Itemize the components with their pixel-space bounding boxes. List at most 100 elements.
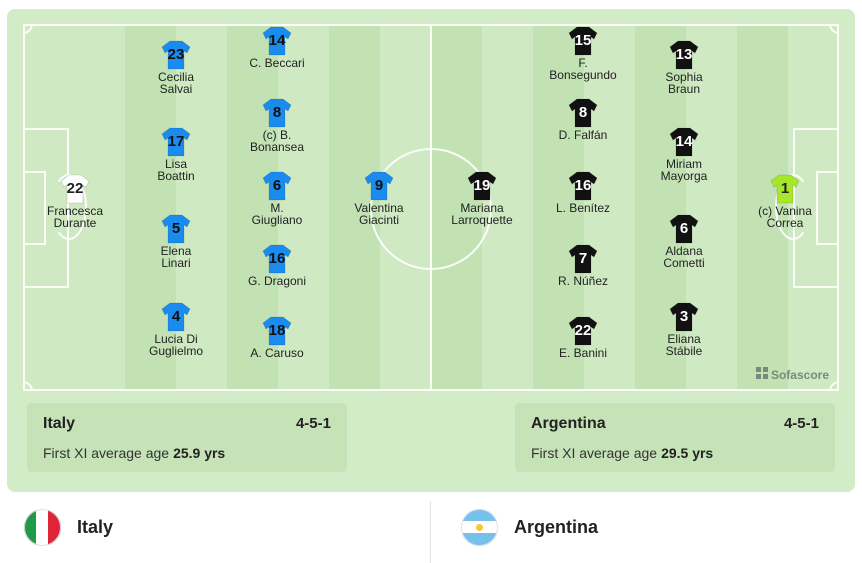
shirt-icon: 23 bbox=[161, 40, 191, 70]
italy-formation: 4-5-1 bbox=[295, 415, 331, 432]
player-name: Valentina Giacinti bbox=[354, 201, 404, 227]
argentina-player[interactable]: 7 R. Núñez bbox=[528, 244, 638, 287]
italy-footer-name: Italy bbox=[77, 517, 114, 537]
shirt-number: 22 bbox=[66, 180, 84, 197]
argentina-team-link[interactable]: Argentina bbox=[461, 509, 598, 546]
shirt-number: 1 bbox=[780, 180, 790, 197]
argentina-flag-icon bbox=[461, 509, 498, 546]
shirt-number: 18 bbox=[268, 322, 286, 339]
player-name: Cecilia Salvai bbox=[157, 70, 194, 96]
shirt-icon: 3 bbox=[669, 302, 699, 332]
shirt-number: 4 bbox=[171, 308, 181, 325]
sofascore-logo-icon bbox=[755, 367, 768, 382]
shirt-number: 14 bbox=[675, 133, 693, 150]
shirt-number: 19 bbox=[473, 177, 491, 194]
shirt-icon: 16 bbox=[568, 171, 598, 201]
shirt-number: 17 bbox=[167, 133, 185, 150]
player-name: Sophia Braun bbox=[665, 70, 703, 96]
player-name: F. Bonsegundo bbox=[549, 56, 617, 82]
shirt-icon: 13 bbox=[669, 40, 699, 70]
sofascore-watermark: Sofascore bbox=[755, 367, 829, 382]
italy-player[interactable]: 16 G. Dragoni bbox=[222, 244, 332, 287]
shirt-icon: 16 bbox=[262, 244, 292, 274]
age-value: 25.9 yrs bbox=[173, 445, 226, 461]
player-name: Mariana Larroquette bbox=[451, 201, 513, 227]
shirt-icon: 8 bbox=[262, 98, 292, 128]
player-name: (c) Vanina Correa bbox=[758, 204, 812, 230]
player-name: R. Núñez bbox=[557, 274, 609, 288]
italy-player[interactable]: 6 M. Giugliano bbox=[222, 171, 332, 226]
player-name: A. Caruso bbox=[250, 346, 304, 360]
player-name: G. Dragoni bbox=[247, 274, 307, 288]
player-name: Miriam Mayorga bbox=[660, 157, 708, 183]
shirt-number: 8 bbox=[578, 104, 588, 121]
shirt-number: 6 bbox=[679, 220, 689, 237]
shirt-icon: 7 bbox=[568, 244, 598, 274]
player-name: C. Beccari bbox=[249, 56, 305, 70]
shirt-number: 23 bbox=[167, 46, 185, 63]
player-name: Lucia Di Guglielmo bbox=[148, 332, 204, 358]
shirt-icon: 22 bbox=[60, 174, 90, 204]
italy-flag-icon bbox=[24, 509, 61, 546]
shirt-icon: 22 bbox=[568, 316, 598, 346]
shirt-number: 9 bbox=[374, 177, 384, 194]
player-name: L. Benítez bbox=[555, 201, 611, 215]
shirt-icon: 19 bbox=[467, 171, 497, 201]
shirt-icon: 9 bbox=[364, 171, 394, 201]
argentina-formation: 4-5-1 bbox=[783, 415, 819, 432]
shirt-number: 16 bbox=[574, 177, 592, 194]
argentina-player[interactable]: 15 F. Bonsegundo bbox=[528, 26, 638, 81]
player-name: M. Giugliano bbox=[251, 201, 303, 227]
player-name: Eliana Stábile bbox=[665, 332, 703, 358]
shirt-icon: 15 bbox=[568, 26, 598, 56]
italy-team-name: Italy bbox=[43, 415, 76, 432]
shirt-icon: 4 bbox=[161, 302, 191, 332]
player-name: Elena Linari bbox=[160, 244, 192, 270]
italy-player[interactable]: 18 A. Caruso bbox=[222, 316, 332, 359]
footer-divider bbox=[430, 501, 431, 563]
player-name: E. Banini bbox=[558, 346, 608, 360]
shirt-number: 7 bbox=[578, 250, 588, 267]
shirt-icon: 18 bbox=[262, 316, 292, 346]
shirt-number: 13 bbox=[675, 46, 693, 63]
italy-player[interactable]: 8(c) B. Bonansea bbox=[222, 98, 332, 153]
italy-team-link[interactable]: Italy bbox=[24, 509, 113, 546]
age-label: First XI average age bbox=[531, 445, 658, 461]
argentina-player[interactable]: 16 L. Benítez bbox=[528, 171, 638, 214]
player-name: Lisa Boattin bbox=[157, 157, 195, 183]
argentina-player[interactable]: 1 (c) Vanina Correa bbox=[730, 174, 839, 229]
shirt-icon: 5 bbox=[161, 214, 191, 244]
age-label: First XI average age bbox=[43, 445, 170, 461]
shirt-number: 16 bbox=[268, 250, 286, 267]
shirt-icon: 17 bbox=[161, 127, 191, 157]
watermark-text: Sofascore bbox=[770, 367, 829, 382]
shirt-icon: 6 bbox=[262, 171, 292, 201]
shirt-number: 3 bbox=[679, 308, 689, 325]
shirt-icon: 14 bbox=[669, 127, 699, 157]
player-name: Aldana Cometti bbox=[663, 244, 705, 270]
shirt-icon: 8 bbox=[568, 98, 598, 128]
shirt-number: 15 bbox=[574, 32, 592, 49]
shirt-number: 6 bbox=[272, 177, 282, 194]
shirt-icon: 14 bbox=[262, 26, 292, 56]
